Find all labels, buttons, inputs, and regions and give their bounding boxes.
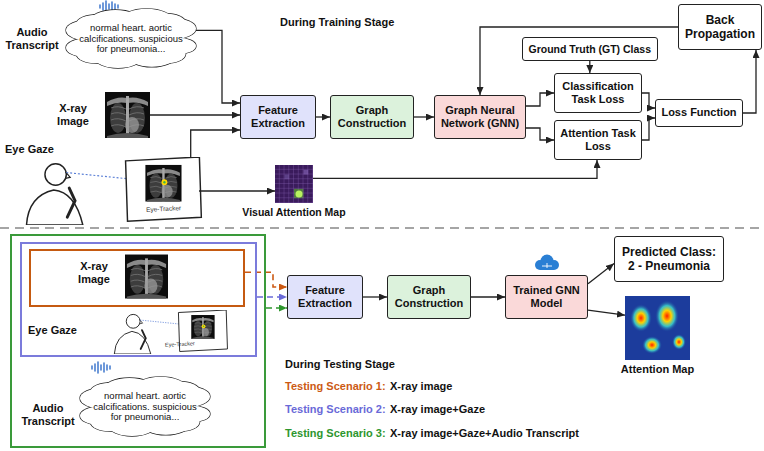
scenario-inputs: X-ray image+Gaze xyxy=(390,403,485,416)
process-box: Feature Extraction xyxy=(287,275,363,319)
scenario-name: Testing Scenario 2: xyxy=(285,403,386,416)
output-box: Predicted Class: 2 - Pneumonia xyxy=(614,236,724,282)
node-heading: Eye Gaze xyxy=(28,324,77,337)
attention-map: Visual Attention Map xyxy=(275,165,313,203)
xray-picture xyxy=(125,255,168,299)
scenario-inputs: X-ray image xyxy=(390,380,452,393)
node-text: Feature Extraction xyxy=(291,284,359,310)
stage-divider xyxy=(0,227,764,229)
audio-waveform-icon xyxy=(92,362,110,373)
node-text: Classification Task Loss xyxy=(558,80,638,106)
visual-attention-grid xyxy=(275,165,313,203)
node-heading: Audio Transcript xyxy=(18,402,78,428)
connector xyxy=(642,93,655,108)
scenario-group: Eye Gaze X-ray Image xyxy=(20,242,257,357)
xray-image: X-ray Image xyxy=(105,92,150,138)
stage-title: During Training Stage xyxy=(280,16,394,29)
node-text: normal heart. aortic calcifications. sus… xyxy=(93,391,197,424)
connector xyxy=(245,272,287,287)
attention-heatmap xyxy=(625,296,690,360)
connector xyxy=(196,30,240,103)
node-heading: X-ray Image xyxy=(47,102,99,128)
node-text: Graph Construction xyxy=(334,104,410,130)
loss-box: Attention Task Loss xyxy=(554,120,642,160)
process-box: Graph Construction xyxy=(387,275,471,319)
node-heading: Audio Transcript xyxy=(4,26,60,52)
xray-picture xyxy=(105,92,150,138)
connector xyxy=(588,310,625,315)
node-text: Back Propagation xyxy=(682,13,758,42)
connector xyxy=(471,296,505,297)
connector xyxy=(414,116,434,117)
node-text: Graph Construction xyxy=(391,284,467,310)
connector xyxy=(526,93,554,106)
thought-cloud: Audio Transcriptnormal heart. aortic cal… xyxy=(66,10,196,68)
connector xyxy=(316,116,330,117)
process-box: Trained GNN Model xyxy=(505,275,588,319)
connector xyxy=(199,190,275,191)
eye-gaze-picture xyxy=(26,157,201,225)
scenario-inputs: X-ray image+Gaze+Audio Transcript xyxy=(390,427,579,440)
node-text: normal heart. aortic calcifications. sus… xyxy=(79,23,183,56)
connector xyxy=(589,61,590,73)
scenario-name: Testing Scenario 3: xyxy=(285,427,386,440)
cloud-icon xyxy=(535,255,559,271)
scenario-name: Testing Scenario 1: xyxy=(285,380,386,393)
input-box: Ground Truth (GT) Class xyxy=(522,37,659,61)
eye-gaze-picture xyxy=(114,310,227,354)
attention-map: Attention Map xyxy=(625,296,690,360)
process-box: Graph Construction xyxy=(330,95,414,139)
node-text: Loss Function xyxy=(661,106,736,119)
scenario-group: X-ray Image xyxy=(29,249,245,307)
process-box: Back Propagation xyxy=(678,4,762,50)
stage-title: During Testing Stage xyxy=(285,358,395,371)
scenario-group: Audio Transcript Eye Gaze X-ray Image norma… xyxy=(10,234,266,448)
node-heading: Visual Attention Map xyxy=(242,206,345,219)
eye-gaze-figure: Eye Gaze xyxy=(15,157,199,225)
connector xyxy=(266,307,287,309)
connector xyxy=(191,130,240,157)
device-label: Eye-Tracker xyxy=(146,204,182,214)
thought-cloud: normal heart. aortic calcifications. sus… xyxy=(80,378,210,436)
loss-box: Loss Function xyxy=(655,99,743,127)
process-box: Feature Extraction xyxy=(240,95,316,139)
process-box: Graph Neural Network (GNN) xyxy=(434,95,526,139)
node-text: Attention Task Loss xyxy=(558,127,638,153)
connector xyxy=(526,128,554,140)
node-heading: Eye Gaze xyxy=(5,143,54,156)
connector xyxy=(743,50,756,113)
connector xyxy=(363,296,387,297)
node-heading: Attention Map xyxy=(621,363,694,376)
node-text: Predicted Class: 2 - Pneumonia xyxy=(618,245,720,274)
connector xyxy=(150,114,240,115)
connector xyxy=(642,118,655,140)
node-text: Trained GNN Model xyxy=(509,284,584,310)
node-text: Ground Truth (GT) Class xyxy=(529,43,652,56)
connector xyxy=(313,160,597,178)
node-text: Feature Extraction xyxy=(244,104,312,130)
device-label: Eye-Tracker xyxy=(165,340,195,348)
loss-box: Classification Task Loss xyxy=(554,73,642,113)
node-text: Graph Neural Network (GNN) xyxy=(438,104,522,130)
connector xyxy=(588,264,614,284)
node-heading: X-ray Image xyxy=(69,260,119,286)
connector xyxy=(257,296,287,298)
